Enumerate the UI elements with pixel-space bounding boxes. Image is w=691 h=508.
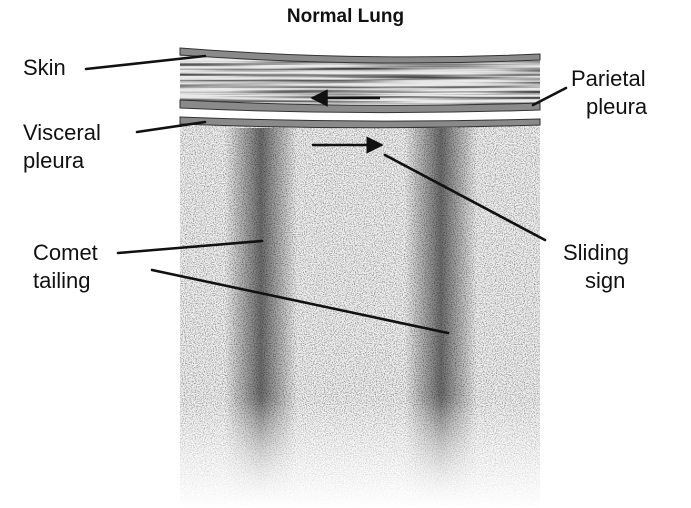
label-sliding-line2: sign	[585, 268, 625, 294]
label-comet-line1: Comet	[33, 240, 98, 266]
bottom-fade	[175, 400, 545, 508]
label-comet-line2: tailing	[33, 268, 90, 294]
label-visceral-line1: Visceral	[23, 120, 101, 146]
label-visceral-line2: pleura	[23, 148, 84, 174]
label-parietal-line1: Parietal	[571, 66, 646, 92]
label-sliding-line1: Sliding	[563, 240, 629, 266]
label-parietal-line2: pleura	[586, 94, 647, 120]
visceral-pleura-band	[180, 117, 540, 128]
label-skin: Skin	[23, 55, 66, 81]
